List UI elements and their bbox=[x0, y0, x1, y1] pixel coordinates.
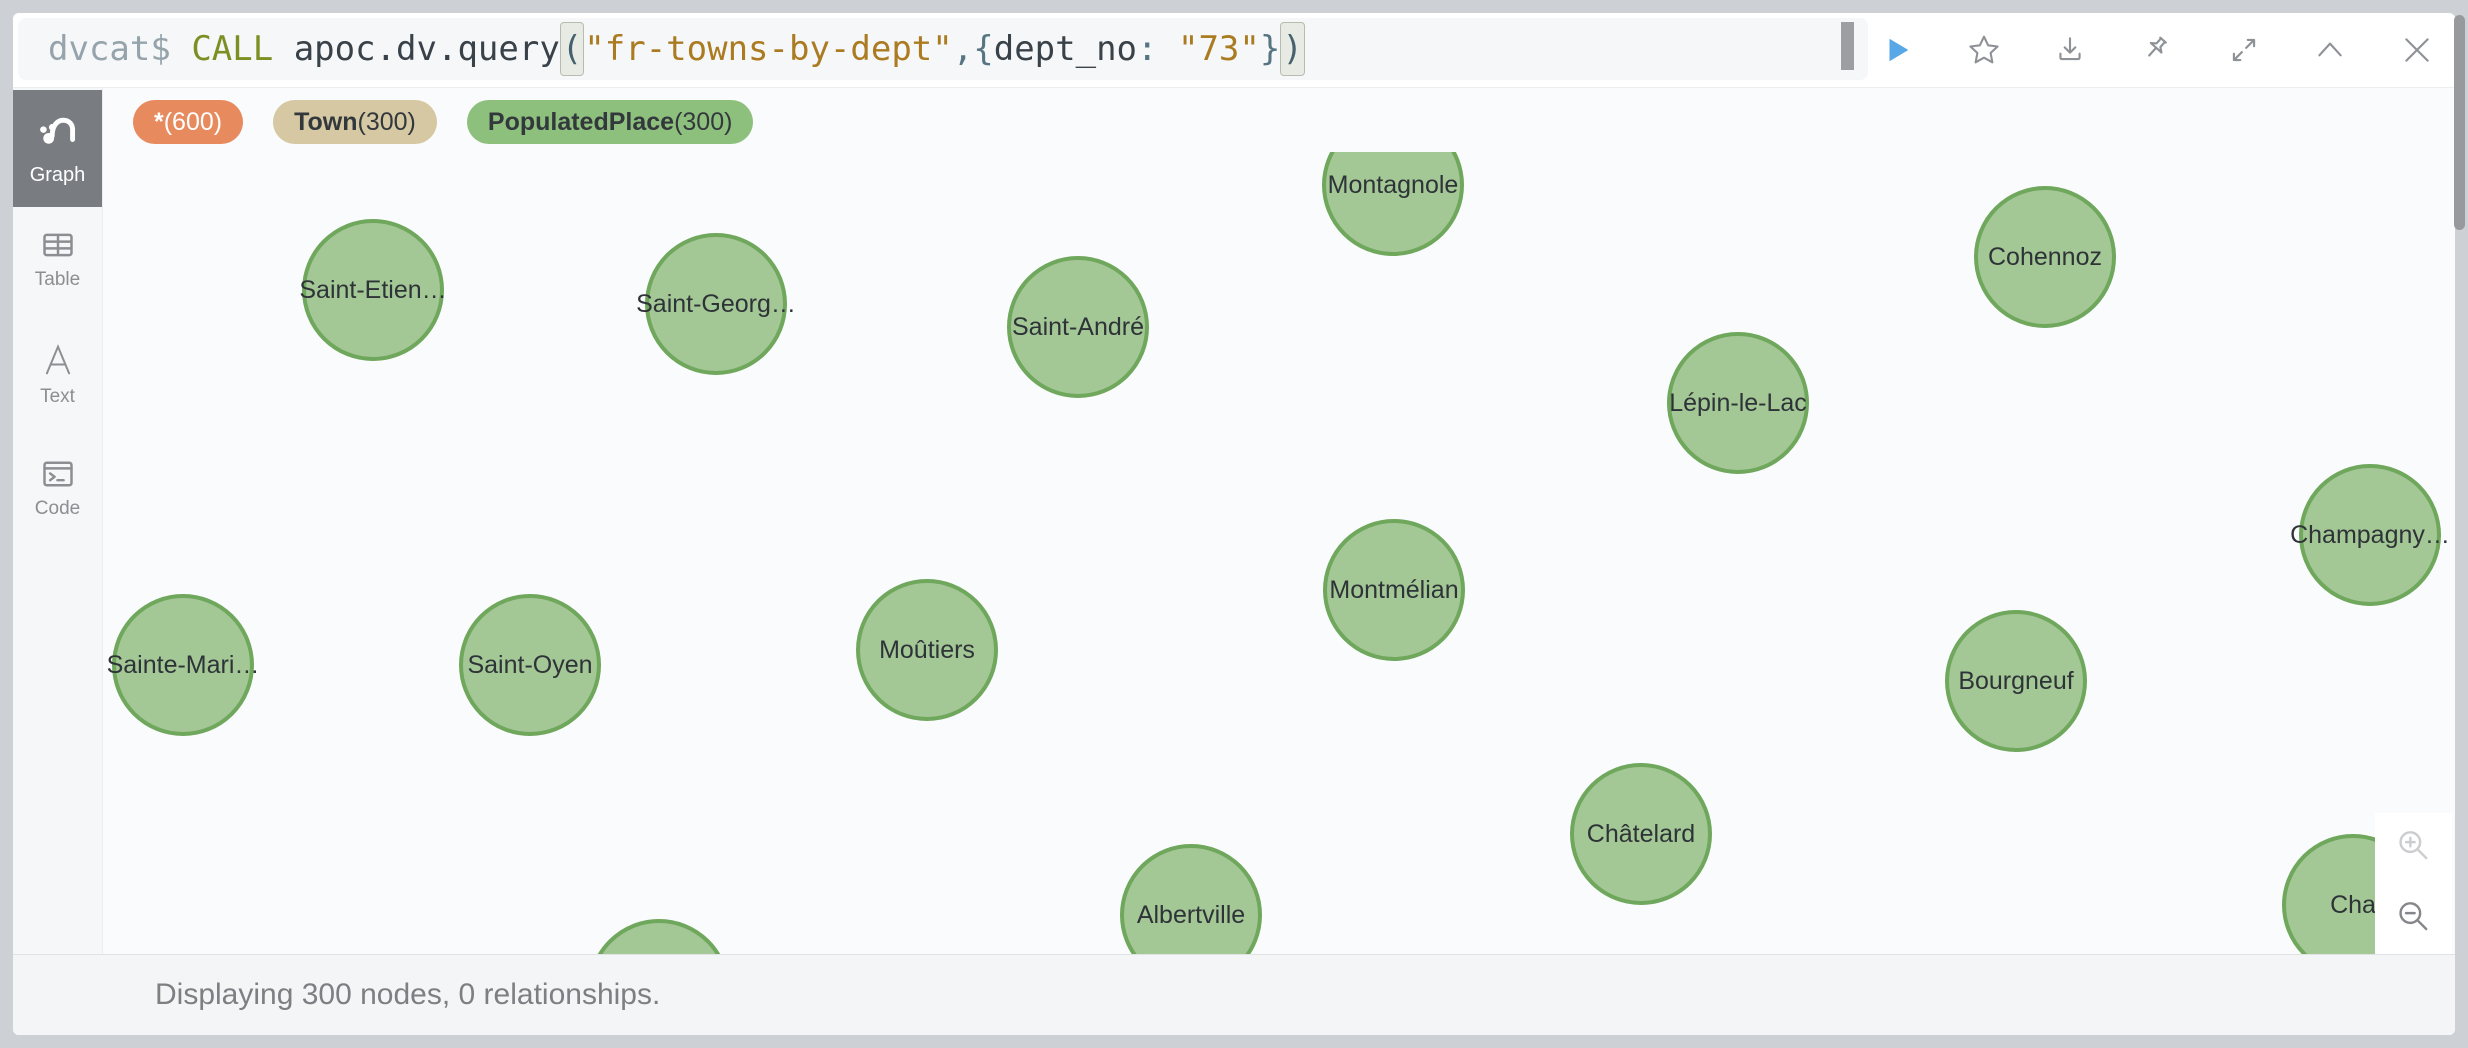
zoom-out-button[interactable] bbox=[2392, 896, 2436, 943]
graph-node[interactable]: Lépin-le-Lac bbox=[1667, 332, 1809, 474]
graph-node[interactable]: Champagny… bbox=[2290, 464, 2450, 606]
query-segment bbox=[273, 29, 293, 69]
graph-node[interactable]: Saint-André bbox=[1007, 256, 1149, 398]
view-sidebar: Graph Table Text Code bbox=[13, 88, 103, 1035]
editor-scrollbar-thumb[interactable] bbox=[1841, 22, 1854, 70]
graph-node-label: Châtelard bbox=[1586, 819, 1696, 848]
badge-label: * bbox=[154, 108, 164, 136]
graph-node-label: Sainte-Mari… bbox=[106, 650, 260, 679]
status-bar: Displaying 300 nodes, 0 relationships. bbox=[13, 954, 2455, 1035]
play-icon bbox=[1889, 38, 1909, 62]
table-icon bbox=[42, 233, 73, 257]
status-text: Displaying 300 nodes, 0 relationships. bbox=[155, 978, 661, 1011]
close-button[interactable] bbox=[2397, 30, 2437, 70]
graph-node[interactable]: Montagnole bbox=[1322, 152, 1464, 256]
graph-node[interactable]: Sainte-Mari… bbox=[107, 594, 259, 736]
fullscreen-button[interactable] bbox=[2224, 30, 2264, 70]
graph-node-label: Cha bbox=[2330, 890, 2376, 919]
sidebar-item-label: Table bbox=[34, 269, 81, 290]
query-text: CALL apoc.dv.query("fr-towns-by-dept",{d… bbox=[191, 22, 1305, 76]
badge-populated-place[interactable]: PopulatedPlace(300) bbox=[466, 100, 754, 144]
label-badges: *(600) Town(300) PopulatedPlace(300) bbox=[133, 100, 754, 144]
badge-count: (600) bbox=[163, 108, 223, 136]
graph-node-label: Montagnole bbox=[1327, 170, 1459, 199]
graph-node-label: Saint-Etien… bbox=[299, 275, 447, 304]
query-segment: dept_no bbox=[993, 29, 1138, 69]
query-segment: "73" bbox=[1177, 29, 1260, 69]
badge-all-nodes[interactable]: *(600) bbox=[133, 100, 244, 144]
sidebar-item-code[interactable]: Code bbox=[13, 456, 102, 520]
query-segment: { bbox=[973, 29, 994, 69]
query-segment: "fr-towns-by-dept" bbox=[584, 29, 953, 69]
graph-node-label: Saint-Oyen bbox=[467, 650, 593, 679]
graph-node[interactable]: Saint-Etien… bbox=[299, 219, 447, 361]
sidebar-item-label: Code bbox=[34, 498, 81, 519]
query-segment: apoc.dv.query bbox=[293, 29, 560, 69]
graph-node[interactable] bbox=[588, 919, 730, 955]
code-icon bbox=[42, 461, 73, 487]
star-icon bbox=[1968, 35, 1999, 64]
badge-town[interactable]: Town(300) bbox=[273, 100, 437, 144]
result-content: Graph Table Text Code *(600) Town(300) P… bbox=[13, 88, 2455, 1035]
sidebar-item-label: Text bbox=[40, 386, 75, 407]
graph-node-label: Saint-André bbox=[1011, 312, 1145, 341]
graph-node-label: Saint-Georg… bbox=[636, 289, 796, 318]
download-button[interactable] bbox=[2050, 30, 2090, 70]
graph-node-label: Bourgneuf bbox=[1958, 666, 2074, 695]
graph-node-label: Albertville bbox=[1136, 900, 1246, 929]
frame-toolbar bbox=[1877, 13, 2437, 87]
query-segment: ) bbox=[1280, 22, 1305, 76]
page-scrollbar-thumb[interactable] bbox=[2454, 15, 2465, 230]
graph-node-label: Lépin-le-Lac bbox=[1669, 388, 1807, 417]
sidebar-item-table[interactable]: Table bbox=[13, 227, 102, 291]
graph-node[interactable]: Châtelard bbox=[1570, 763, 1712, 905]
graph-node[interactable]: Moûtiers bbox=[856, 579, 998, 721]
text-icon bbox=[45, 344, 70, 375]
badge-count: (300) bbox=[357, 108, 416, 136]
run-button[interactable] bbox=[1877, 30, 1917, 70]
pin-button[interactable] bbox=[2137, 30, 2177, 70]
graph-node[interactable]: Saint-Georg… bbox=[636, 233, 796, 375]
badge-label: Town bbox=[294, 108, 358, 136]
pin-icon bbox=[2148, 36, 2167, 57]
editor-prompt: dvcat$ bbox=[48, 29, 171, 69]
graph-node[interactable]: Saint-Oyen bbox=[459, 594, 601, 736]
query-segment: CALL bbox=[191, 29, 274, 69]
result-frame: dvcat$ CALL apoc.dv.query("fr-towns-by-d… bbox=[13, 13, 2455, 1035]
sidebar-item-text[interactable]: Text bbox=[13, 340, 102, 408]
query-segment: : bbox=[1137, 29, 1178, 69]
graph-icon bbox=[39, 117, 75, 144]
zoom-in-icon bbox=[2398, 831, 2427, 860]
badge-count: (300) bbox=[674, 108, 733, 136]
badge-label: PopulatedPlace bbox=[487, 108, 675, 136]
query-segment: , bbox=[952, 29, 974, 69]
graph-node[interactable]: Montmélian bbox=[1323, 519, 1465, 661]
download-icon bbox=[2059, 37, 2081, 61]
zoom-out-icon bbox=[2398, 902, 2427, 931]
favorite-button[interactable] bbox=[1964, 30, 2004, 70]
editor-row: dvcat$ CALL apoc.dv.query("fr-towns-by-d… bbox=[13, 13, 2455, 88]
graph-node-label: Montmélian bbox=[1329, 575, 1459, 604]
graph-node-label: Champagny… bbox=[2290, 520, 2450, 549]
sidebar-item-label: Graph bbox=[29, 164, 86, 186]
query-segment: } bbox=[1259, 29, 1281, 69]
sidebar-item-graph[interactable]: Graph bbox=[13, 90, 102, 207]
collapse-button[interactable] bbox=[2310, 30, 2350, 70]
zoom-in-button[interactable] bbox=[2392, 825, 2436, 872]
graph-node-label: Cohennoz bbox=[1988, 242, 2102, 271]
zoom-panel bbox=[2375, 813, 2452, 955]
expand-icon bbox=[2232, 38, 2255, 62]
graph-node[interactable]: Cohennoz bbox=[1974, 186, 2116, 328]
graph-node[interactable]: Bourgneuf bbox=[1945, 610, 2087, 752]
query-line: dvcat$ CALL apoc.dv.query("fr-towns-by-d… bbox=[48, 18, 1305, 80]
graph-node[interactable]: Albertville bbox=[1120, 844, 1262, 955]
query-segment: ( bbox=[559, 22, 585, 76]
close-icon bbox=[2405, 38, 2429, 62]
graph-node-label: Moûtiers bbox=[879, 635, 975, 664]
chevron-up-icon bbox=[2318, 42, 2342, 57]
cypher-editor[interactable]: dvcat$ CALL apoc.dv.query("fr-towns-by-d… bbox=[18, 18, 1868, 80]
